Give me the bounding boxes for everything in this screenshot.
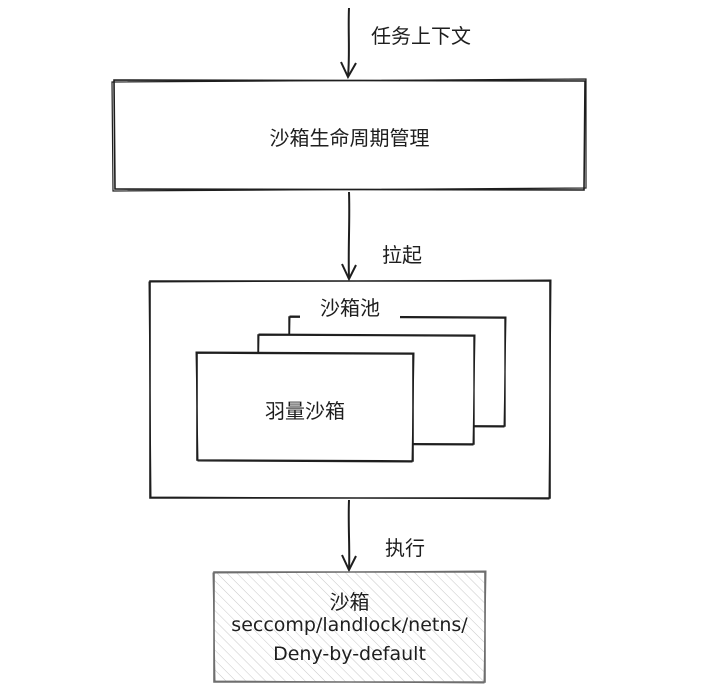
label-launch: 拉起 xyxy=(382,243,422,267)
label-sandbox-pool: 沙箱池 xyxy=(300,292,400,321)
label-lightweight-sandbox: 羽量沙箱 xyxy=(265,399,345,423)
label-sandbox-policy: Deny-by-default xyxy=(273,643,426,665)
arrow-launch xyxy=(341,191,357,282)
label-sandbox-tech: seccomp/landlock/netns/ xyxy=(231,614,468,636)
lightweight-sandbox-card xyxy=(195,351,415,463)
arrow-execute xyxy=(341,499,357,573)
label-lifecycle-management: 沙箱生命周期管理 xyxy=(269,126,430,150)
label-execute: 执行 xyxy=(385,536,425,560)
lifecycle-box xyxy=(111,78,587,192)
sandbox-box xyxy=(212,570,487,684)
label-task-context: 任务上下文 xyxy=(371,24,471,48)
label-sandbox-title: 沙箱 xyxy=(329,590,370,614)
arrow-task-context xyxy=(340,7,357,80)
